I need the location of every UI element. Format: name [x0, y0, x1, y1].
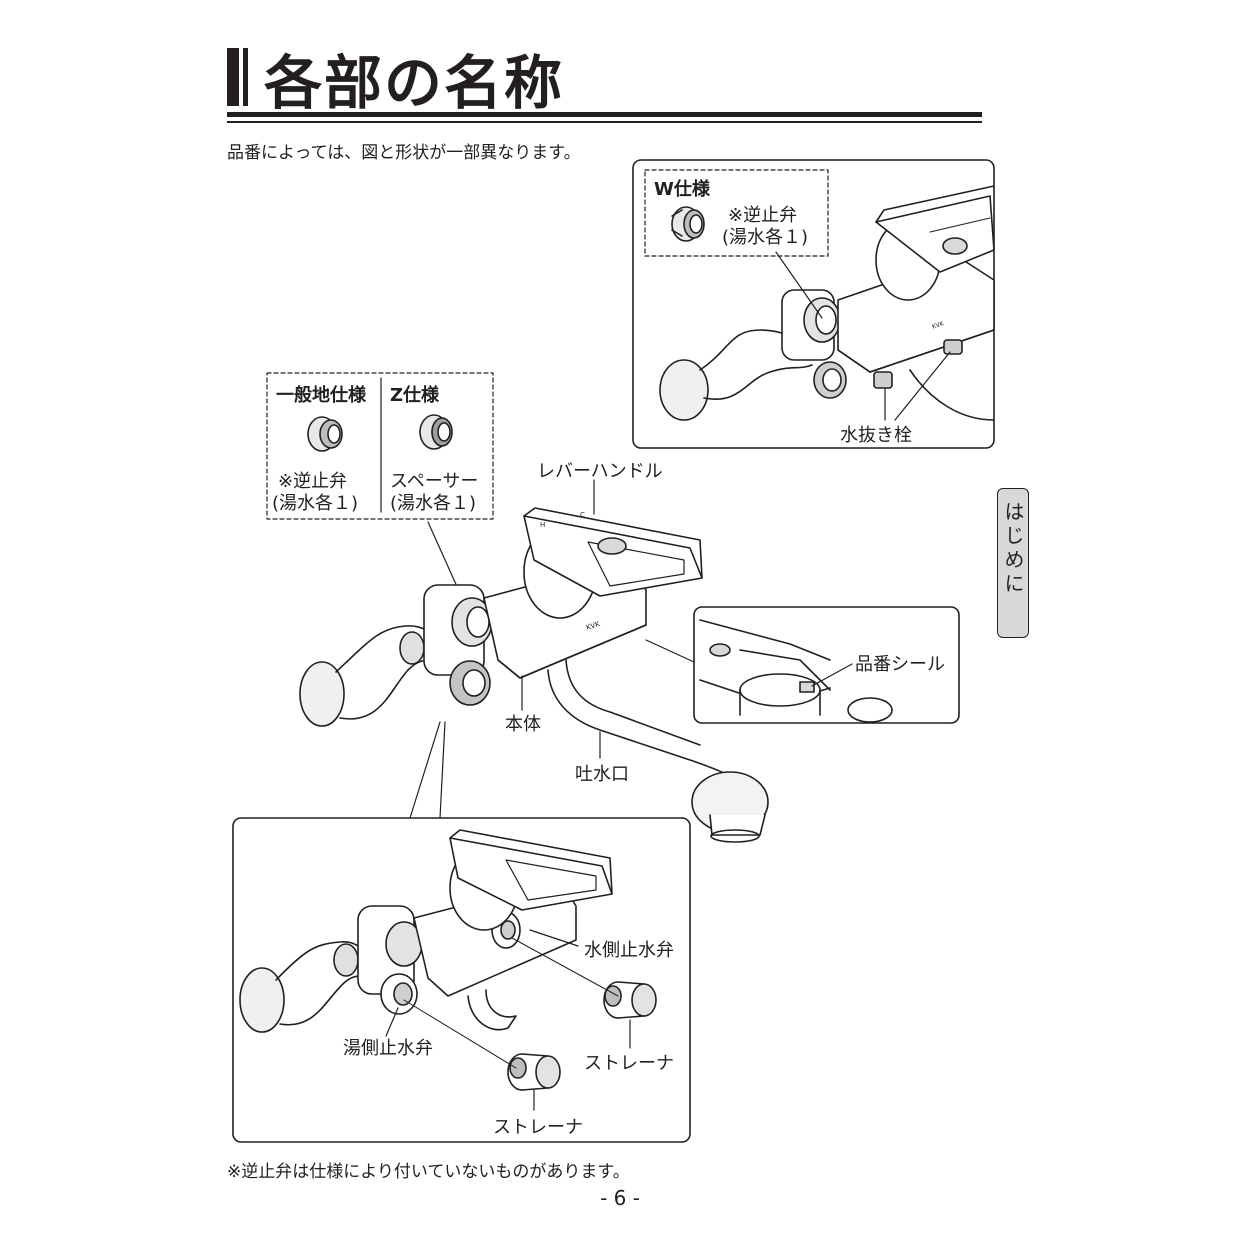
strainer-bottom-label: ストレーナ	[493, 1117, 583, 1138]
z-spacer-qty: (湯水各１)	[390, 493, 477, 514]
cold-axis-line	[511, 937, 619, 997]
strainer-faucet	[239, 829, 613, 1033]
strainer-panel	[232, 817, 691, 1143]
side-tab-label: はじめに	[1001, 501, 1025, 597]
seal-callout-line	[645, 639, 695, 663]
general-check-valve-icon	[307, 416, 343, 452]
z-spacer-icon	[419, 414, 453, 450]
hot-mark: H	[540, 521, 546, 529]
w-spec-heading: W仕様	[654, 179, 710, 200]
main-faucet	[299, 507, 769, 843]
strainer-callout-lines	[409, 721, 446, 819]
cold-mark: C	[580, 511, 585, 519]
title-rule-thin	[227, 121, 982, 123]
spout-label: 吐水口	[575, 764, 629, 785]
w-check-valve-qty: (湯水各１)	[722, 227, 809, 248]
hot-axis-line	[403, 999, 517, 1069]
strainer-right-label: ストレーナ	[584, 1053, 674, 1074]
w-drain-plug-label: 水抜き栓	[840, 425, 912, 446]
product-seal-label: 品番シール	[855, 654, 945, 675]
title-rule-thick	[227, 112, 982, 117]
page-title: 各部の名称	[264, 49, 565, 117]
title-bar-thin	[243, 48, 248, 106]
intro-note: 品番によっては、図と形状が一部異なります。	[227, 143, 581, 163]
body-label: 本体	[505, 714, 541, 735]
seal-leader	[811, 663, 853, 687]
general-spec-heading: 一般地仕様	[276, 385, 366, 406]
w-check-valve-label: ※逆止弁	[728, 205, 798, 226]
gz-spec-dashed-box	[266, 372, 494, 520]
general-check-valve-label: ※逆止弁	[278, 471, 348, 492]
w-faucet	[659, 185, 995, 421]
title-bar-thick	[227, 48, 239, 106]
cold-stop-valve-label: 水側止水弁	[584, 940, 674, 961]
strainer-right-icon	[603, 981, 657, 1019]
lever-handle-label: レバーハンドル	[537, 461, 663, 482]
page-number: - 6 -	[600, 1186, 640, 1210]
hot-stop-valve-leader	[385, 1007, 399, 1037]
z-spacer-label: スペーサー	[390, 471, 479, 492]
strainer-bottom-icon	[507, 1053, 561, 1091]
footer-note: ※逆止弁は仕様により付いていないものがあります。	[227, 1162, 630, 1182]
w-check-valve-leader	[775, 251, 823, 319]
w-spec-dashed-box	[644, 169, 829, 257]
w-drain-plug-leader	[884, 351, 951, 421]
general-check-valve-qty: (湯水各１)	[272, 493, 359, 514]
w-check-valve-icon	[671, 206, 705, 242]
z-spec-heading: Z仕様	[390, 385, 440, 406]
side-tab-introduction[interactable]: はじめに	[997, 488, 1029, 638]
seal-faucet-detail	[699, 619, 893, 723]
cold-stop-valve-leader	[529, 929, 579, 947]
hot-stop-valve-label: 湯側止水弁	[343, 1038, 433, 1059]
